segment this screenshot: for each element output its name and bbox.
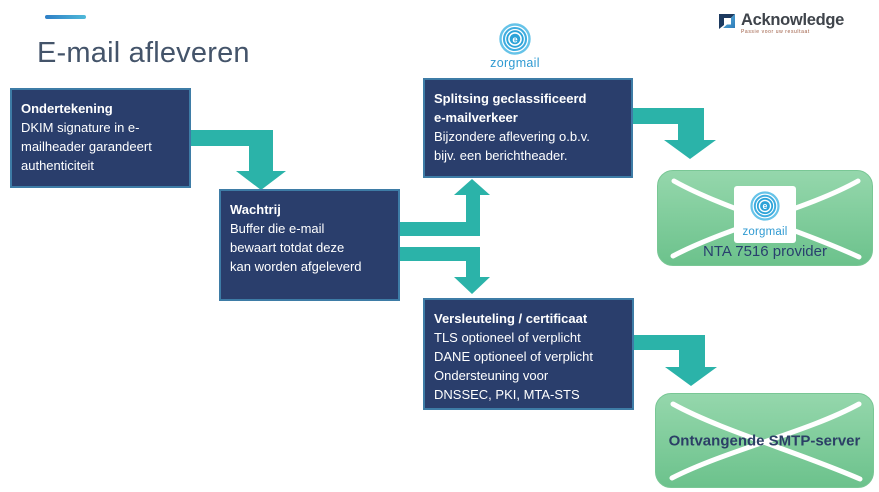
title-accent-dash bbox=[45, 15, 86, 19]
arrow-splitsing-to-nta bbox=[633, 108, 716, 159]
arrow-ondertekening-to-wachtrij bbox=[191, 130, 286, 190]
process-box-splitsing: Splitsing geclassificeerd e-mailverkeer … bbox=[423, 78, 633, 178]
zorgmail-card-icon: e zorgmail bbox=[742, 190, 787, 238]
smtp-server-label: Ontvangende SMTP-server bbox=[668, 432, 861, 449]
box-title: Splitsing geclassificeerd e-mailverkeer bbox=[434, 91, 587, 125]
box-body: Buffer die e-mail bewaart totdat deze ka… bbox=[230, 221, 362, 274]
arrow-wachtrij-to-splitsing bbox=[399, 179, 490, 236]
box-title: Ondertekening bbox=[21, 101, 113, 116]
box-body: Bijzondere aflevering o.b.v. bijv. een b… bbox=[434, 129, 590, 163]
zorgmail-letter-e: e bbox=[763, 201, 768, 211]
zorgmail-card: e zorgmail bbox=[734, 186, 796, 243]
endpoint-box-smtp-server: Ontvangende SMTP-server bbox=[655, 393, 874, 488]
envelope-cross-lines bbox=[669, 401, 863, 482]
process-box-wachtrij: Wachtrij Buffer die e-mail bewaart totda… bbox=[219, 189, 400, 301]
page-title: E-mail afleveren bbox=[37, 37, 250, 69]
box-title: Wachtrij bbox=[230, 202, 281, 217]
acknowledge-logo: Acknowledge Passie voor uw resultaat bbox=[717, 11, 844, 35]
nta-provider-label: NTA 7516 provider bbox=[703, 243, 827, 260]
box-body: TLS optioneel of verplicht DANE optionee… bbox=[434, 330, 593, 402]
acknowledge-logo-icon bbox=[719, 14, 735, 29]
box-body: DKIM signature in e- mailheader garandee… bbox=[21, 120, 152, 173]
zorgmail-logo-icon: e zorgmail bbox=[490, 23, 540, 70]
zorgmail-wordmark: zorgmail bbox=[490, 56, 540, 70]
process-box-versleuteling: Versleuteling / certificaat TLS optionee… bbox=[423, 298, 634, 410]
zorgmail-letter-e: e bbox=[512, 34, 517, 45]
acknowledge-wordmark: Acknowledge bbox=[741, 11, 845, 29]
arrow-versleuteling-to-smtp bbox=[634, 335, 717, 386]
acknowledge-tagline: Passie voor uw resultaat bbox=[741, 29, 810, 35]
endpoint-box-nta-provider: e zorgmail NTA 7516 provider bbox=[657, 170, 873, 266]
arrow-wachtrij-to-versleuteling bbox=[399, 247, 490, 294]
process-box-ondertekening: Ondertekening DKIM signature in e- mailh… bbox=[10, 88, 191, 188]
box-title: Versleuteling / certificaat bbox=[434, 311, 588, 326]
zorgmail-wordmark: zorgmail bbox=[742, 226, 787, 238]
acknowledge-text: Acknowledge Passie voor uw resultaat bbox=[741, 11, 844, 35]
